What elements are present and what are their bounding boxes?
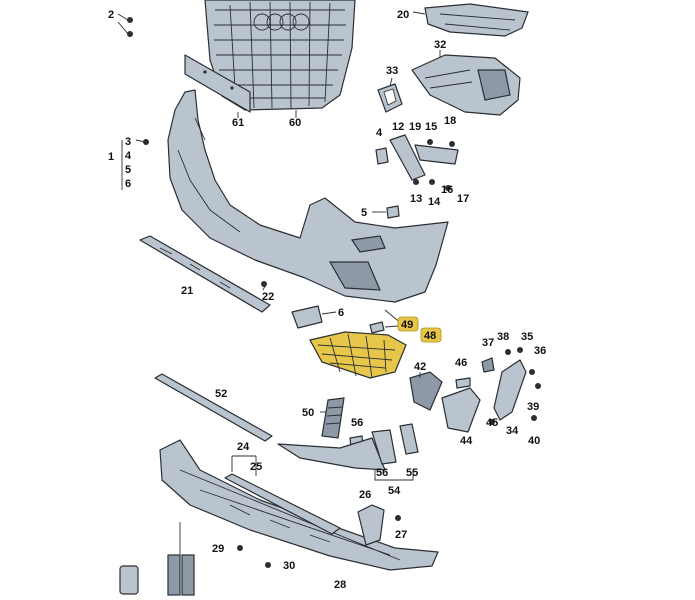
label-37: 37 xyxy=(482,337,494,349)
label-16: 16 xyxy=(441,184,453,196)
screws xyxy=(127,17,541,568)
label-55: 55 xyxy=(406,467,418,479)
bracket-12[interactable] xyxy=(389,134,426,181)
label-13: 13 xyxy=(410,193,422,205)
label-50: 50 xyxy=(302,407,314,419)
cap-5[interactable] xyxy=(386,205,400,219)
label-1: 1 xyxy=(108,151,114,163)
label-39: 39 xyxy=(527,401,539,413)
clip-4[interactable] xyxy=(375,147,389,165)
label-54: 54 xyxy=(388,485,401,497)
label-30: 30 xyxy=(283,560,295,572)
label-12: 12 xyxy=(392,121,404,133)
air-duct-32[interactable] xyxy=(411,54,521,116)
label-35: 35 xyxy=(521,331,533,343)
label-3: 3 xyxy=(125,136,131,148)
label-33: 33 xyxy=(386,65,398,77)
label-20: 20 xyxy=(397,9,409,21)
clip-37[interactable] xyxy=(481,357,495,373)
bracket-26[interactable] xyxy=(357,504,385,546)
label-6b: 6 xyxy=(338,307,344,319)
label-42: 42 xyxy=(414,361,426,373)
label-48: 48 xyxy=(424,330,436,342)
label-32: 32 xyxy=(434,39,446,51)
trim-strip-52[interactable] xyxy=(154,373,273,442)
part-labels: 2 1 3 4 5 6 61 60 20 32 33 4 12 19 15 18… xyxy=(108,9,546,591)
bumper-cover[interactable] xyxy=(167,89,449,303)
label-29: 29 xyxy=(212,543,224,555)
strip-25[interactable] xyxy=(224,473,341,535)
label-22: 22 xyxy=(262,291,274,303)
license-plate-bracket[interactable] xyxy=(184,54,251,113)
label-36: 36 xyxy=(534,345,546,357)
label-6: 6 xyxy=(125,178,131,190)
bracket-44[interactable] xyxy=(441,387,481,433)
badge-48 xyxy=(420,327,442,343)
label-19: 19 xyxy=(409,121,421,133)
label-28: 28 xyxy=(334,579,346,591)
trim-frame-55[interactable] xyxy=(399,423,419,455)
badge-49 xyxy=(397,316,419,332)
label-14: 14 xyxy=(428,196,441,208)
radiator-grille[interactable] xyxy=(204,0,356,111)
label-21: 21 xyxy=(181,285,193,297)
label-2: 2 xyxy=(108,9,114,21)
label-15: 15 xyxy=(425,121,437,133)
label-46: 46 xyxy=(455,357,467,369)
label-49: 49 xyxy=(401,319,413,331)
label-18: 18 xyxy=(444,115,456,127)
label-4b: 4 xyxy=(376,127,383,139)
label-45: 45 xyxy=(486,417,498,429)
label-26: 26 xyxy=(359,489,371,501)
guide-15[interactable] xyxy=(414,144,459,165)
guide-34[interactable] xyxy=(493,359,527,421)
label-5b: 5 xyxy=(361,207,367,219)
label-5: 5 xyxy=(125,164,131,176)
label-56b: 56 xyxy=(376,467,388,479)
label-44: 44 xyxy=(460,435,473,447)
label-61: 61 xyxy=(232,117,244,129)
bracket-42[interactable] xyxy=(409,371,443,411)
label-34: 34 xyxy=(506,425,519,437)
clip-49[interactable] xyxy=(369,321,385,334)
spoiler-trim-56[interactable] xyxy=(277,429,397,471)
tow-hook-cover-6[interactable] xyxy=(291,305,323,329)
trim-strip-21[interactable] xyxy=(139,235,271,313)
grille-50[interactable] xyxy=(321,397,345,439)
clip-46[interactable] xyxy=(455,377,471,389)
leader-lines xyxy=(117,11,441,481)
label-56: 56 xyxy=(351,417,363,429)
grille-insert-48-highlighted[interactable] xyxy=(309,331,407,379)
bracket-20[interactable] xyxy=(424,3,529,37)
label-24: 24 xyxy=(237,441,250,453)
label-17: 17 xyxy=(457,193,469,205)
label-38: 38 xyxy=(497,331,509,343)
label-40: 40 xyxy=(528,435,540,447)
adhesive-cartridges[interactable] xyxy=(119,522,195,596)
label-25: 25 xyxy=(250,461,262,473)
label-27: 27 xyxy=(395,529,407,541)
label-60: 60 xyxy=(289,117,301,129)
underbody-guard-28[interactable] xyxy=(159,439,439,571)
label-4: 4 xyxy=(125,150,132,162)
trim-frame-33[interactable] xyxy=(377,83,403,113)
label-52: 52 xyxy=(215,388,227,400)
